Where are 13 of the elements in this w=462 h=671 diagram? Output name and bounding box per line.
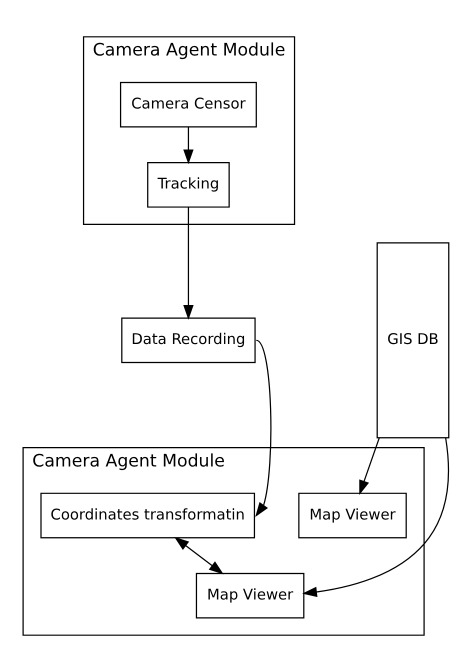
node-box: Data Recording [121, 317, 256, 363]
arrow [174, 536, 224, 574]
node-box: Coordinates transformatin [40, 492, 256, 538]
node-box: Tracking [147, 162, 230, 208]
arrow [183, 206, 194, 320]
arrow [183, 126, 194, 164]
arrow [359, 437, 380, 495]
arrow [255, 339, 272, 517]
node-box: Map Viewer [196, 572, 304, 618]
node-box: Map Viewer [298, 492, 407, 538]
node-box: Camera Censor [120, 81, 257, 127]
arrow [302, 437, 450, 597]
node-box: GIS DB [376, 242, 450, 438]
